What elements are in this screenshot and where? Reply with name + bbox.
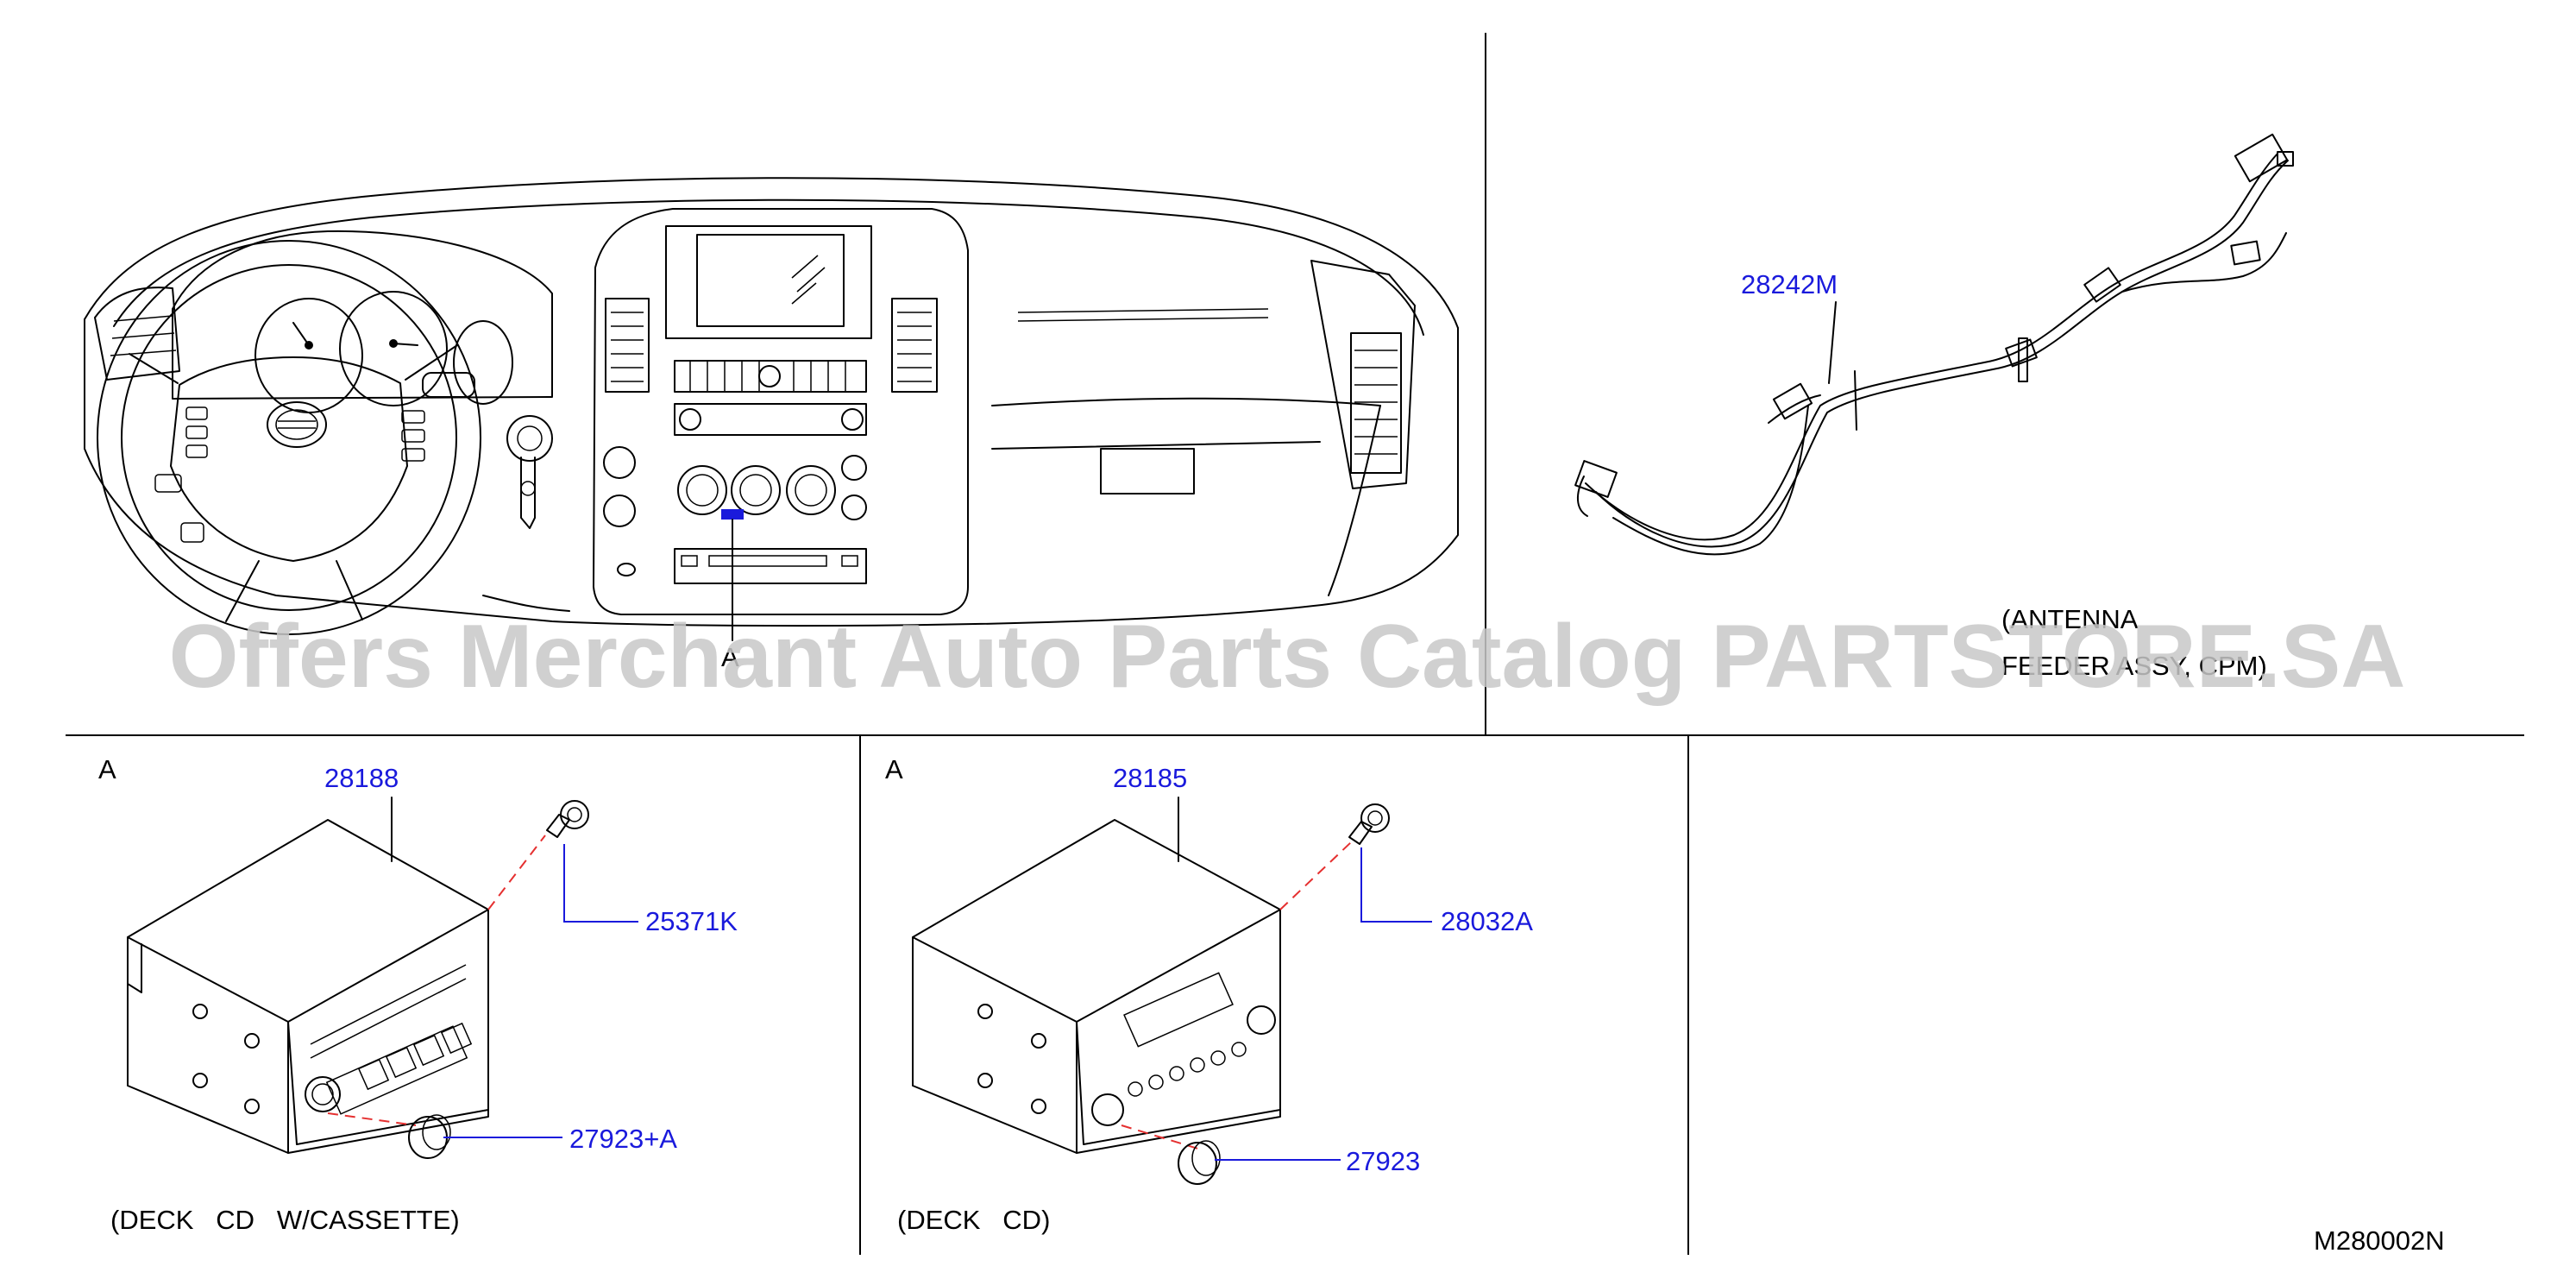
part-number-25371k[interactable]: 25371K [645,906,738,936]
part-number-27923-a[interactable]: 27923+A [569,1124,677,1154]
antenna-caption-line1: (ANTENNA [2001,604,2139,634]
part-number-27923[interactable]: 27923 [1346,1146,1420,1176]
ref-letter-a-top: A [721,642,739,672]
knob-27923-drawing [1178,1140,1221,1185]
dashboard-illustration [84,177,1459,641]
view-letter-a-cd: A [885,754,903,784]
climate-buttons [689,361,846,392]
caption-deck-cd: (DECK CD) [897,1205,1050,1235]
part-number-28185[interactable]: 28185 [1113,763,1187,793]
screw-25371k-drawing [546,800,589,838]
antenna-feeder-illustration [1574,133,2294,556]
part-number-28188[interactable]: 28188 [324,763,399,793]
part-number-28242m[interactable]: 28242M [1741,269,1838,299]
view-letter-a-cassette: A [98,754,116,784]
diagram-code: M280002N [2314,1225,2445,1256]
antenna-caption-line2: FEEDER ASSY, CPM) [2001,651,2267,681]
caption-deck-cd-cassette: (DECK CD W/CASSETTE) [110,1205,460,1235]
panel-dividers [66,33,2524,1255]
watermark-text: Offers Merchant Auto Parts Catalog PARTS… [169,607,2406,707]
deck-cassette-illustration [127,797,638,1159]
deck-cd-illustration [912,797,1432,1185]
screw-28032a-drawing [1348,803,1390,845]
part-number-28032a[interactable]: 28032A [1441,906,1533,936]
